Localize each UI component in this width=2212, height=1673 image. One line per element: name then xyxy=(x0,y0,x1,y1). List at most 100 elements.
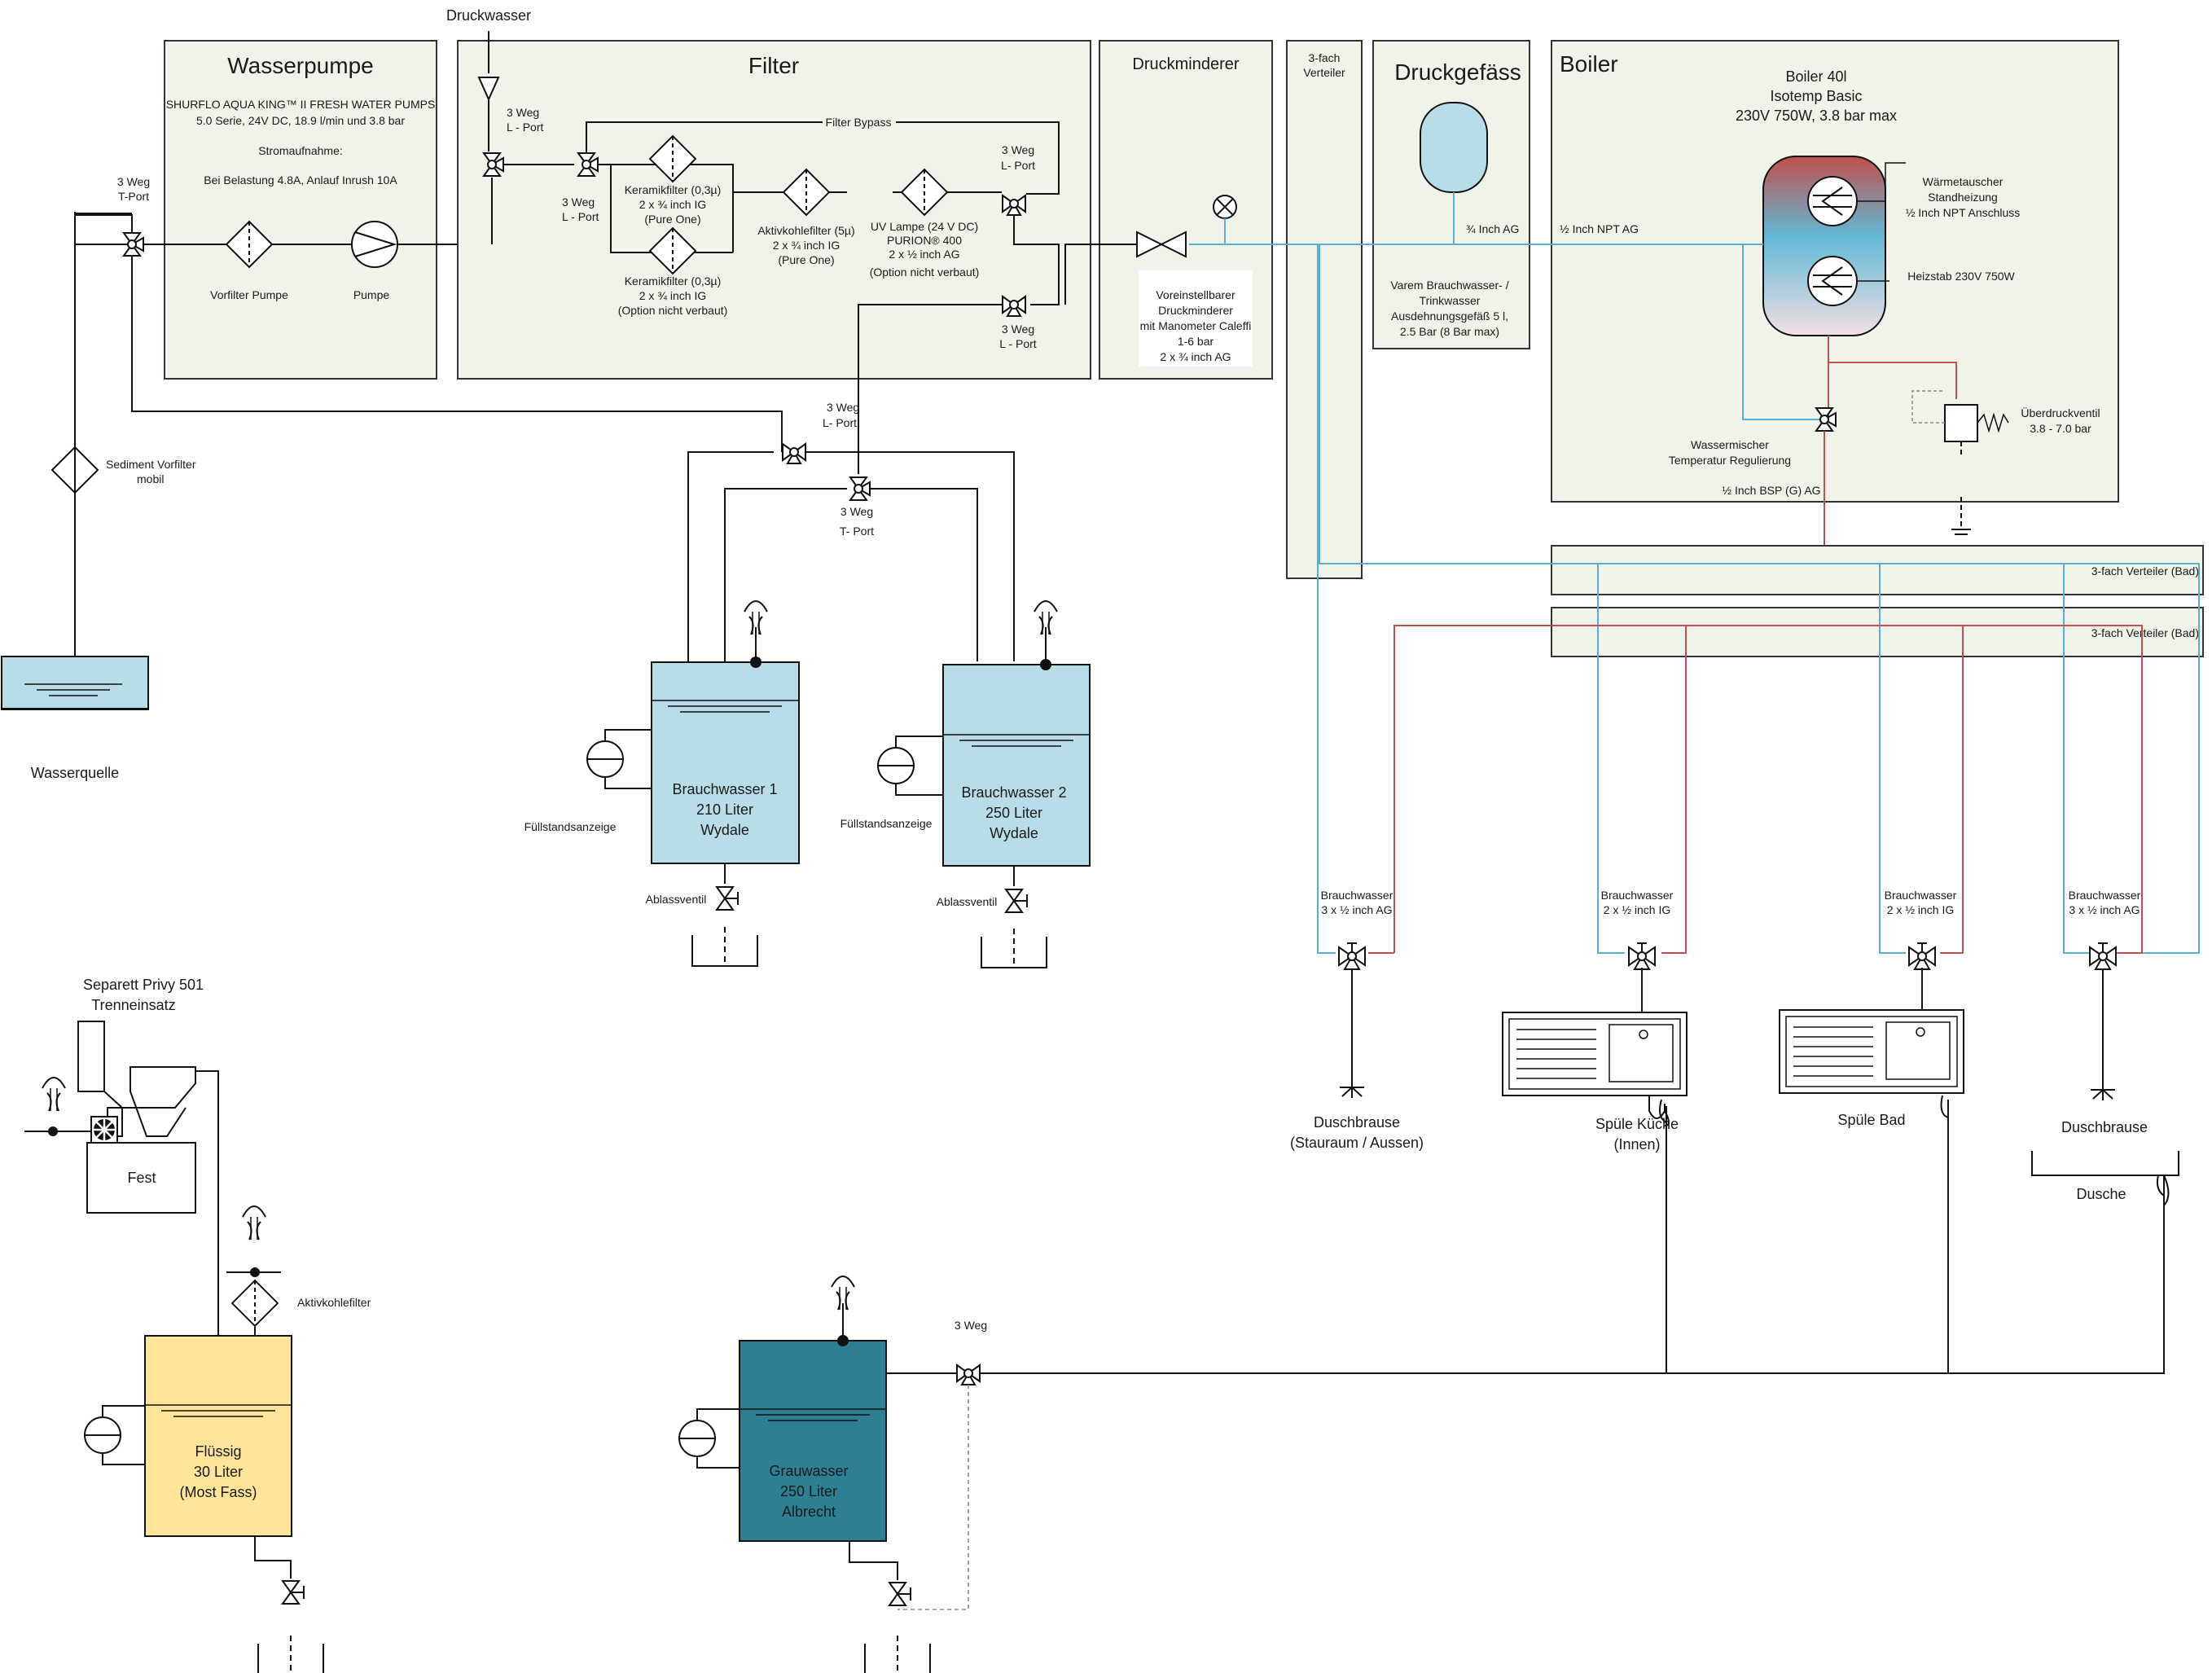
outlet-2-spec-2: 2 x ½ inch IG xyxy=(1604,903,1670,916)
tank-1-drain-valve-icon[interactable] xyxy=(716,886,739,911)
mixer-line-1: Wassermischer xyxy=(1691,438,1769,451)
tank-1-level-gauge-icon xyxy=(586,729,624,789)
grey-line-2: 250 Liter xyxy=(780,1483,837,1500)
bath-distributor-2 xyxy=(1551,607,2204,657)
liquid-line-2: 30 Liter xyxy=(194,1464,243,1480)
exchanger-line-1: Wärmetauscher xyxy=(1923,175,2004,188)
dg-line-1: Varem Brauchwasser- / xyxy=(1390,279,1508,292)
outlet-2-mixer-icon[interactable] xyxy=(1628,942,1656,970)
dm-line-5: 2 x ¾ inch AG xyxy=(1160,350,1231,363)
outlet-2-label-1: Spüle Küche xyxy=(1595,1116,1679,1132)
tank2-drain-label: Ablassventil xyxy=(937,895,998,908)
tank-2-drain-valve-icon[interactable] xyxy=(1005,889,1028,913)
heating-element-icon xyxy=(1807,256,1889,306)
outlet-1-mixer-icon[interactable] xyxy=(1338,942,1366,970)
grey-valve-label: 3 Weg xyxy=(955,1319,987,1332)
liquid-line-1: Flüssig xyxy=(195,1443,241,1460)
tank2-brand: Wydale xyxy=(990,825,1038,841)
toilet-vent-icon xyxy=(42,1077,66,1112)
outlet-4-spec-2: 3 x ½ inch AG xyxy=(2069,903,2140,916)
bath-distributor-1 xyxy=(1551,545,2204,595)
verteiler-title-2: Verteiler xyxy=(1303,66,1345,79)
tank2-gauge-label: Füllstandsanzeige xyxy=(840,817,933,830)
outdoor-shower-head-icon xyxy=(1340,969,1364,1098)
boiler-bsp-label: ½ Inch BSP (G) AG xyxy=(1722,484,1820,497)
relief-line-1: Überdruckventil xyxy=(2021,406,2100,419)
outlet-3-spec-1: Brauchwasser xyxy=(1885,889,1957,902)
carbon-line-1: Aktivkohlefilter (5µ) xyxy=(757,224,854,237)
tank1-volume: 210 Liter xyxy=(696,801,753,818)
inlet-valve-label-1: 3 Weg xyxy=(117,175,150,188)
druckgefaess-title: Druckgefäss xyxy=(1394,59,1521,85)
druck-valve-label-1: 3 Weg xyxy=(507,106,539,119)
toilet-solid-label: Fest xyxy=(127,1170,156,1186)
wasserpumpe-panel xyxy=(164,40,437,380)
filter-in-label-2: L - Port xyxy=(562,210,599,223)
liquid-line-3: (Most Fass) xyxy=(179,1484,257,1500)
source-label: Wasserquelle xyxy=(31,765,119,781)
inlet-valve-label-2: T-Port xyxy=(118,190,149,203)
liquid-tank xyxy=(144,1335,292,1537)
lport-label-1: 3 Weg xyxy=(827,401,859,414)
grey-line-3: Albrecht xyxy=(782,1504,836,1520)
tank-outlet-3way-valve-icon[interactable] xyxy=(849,476,871,501)
tank1-brand: Wydale xyxy=(700,822,749,838)
pressure-vessel-icon xyxy=(1420,102,1488,193)
out-top-label-2: L- Port xyxy=(1001,159,1035,172)
filter-panel xyxy=(457,40,1091,380)
sediment-label-1: Sediment Vorfilter xyxy=(106,458,196,471)
tank2-volume: 250 Liter xyxy=(985,805,1042,821)
pump-spec-4: Bei Belastung 4.8A, Anlauf Inrush 10A xyxy=(204,173,397,187)
exchanger-line-2: Standheizung xyxy=(1928,191,1998,204)
tank1-name: Brauchwasser 1 xyxy=(672,781,777,797)
exchanger-line-3: ½ Inch NPT Anschluss xyxy=(1906,206,2021,219)
pump-icon xyxy=(351,221,398,268)
dm-line-4: 1-6 bar xyxy=(1178,335,1214,348)
pressure-reducer-icon xyxy=(1136,231,1187,258)
outlet-3-mixer-icon[interactable] xyxy=(1908,942,1936,970)
out-top-label-1: 3 Weg xyxy=(1002,143,1034,156)
heat-exchanger-icon xyxy=(1807,162,1906,226)
carbon-line-3: (Pure One) xyxy=(778,253,834,266)
tank-inlet-3way-valve-icon[interactable] xyxy=(782,443,806,464)
prefilter-label: Vorfilter Pumpe xyxy=(210,288,288,301)
shower-head-icon xyxy=(2091,969,2115,1100)
ceramic2-line-1: Keramikfilter (0,3µ) xyxy=(625,274,722,288)
relief-line-2: 3.8 - 7.0 bar xyxy=(2030,422,2091,435)
lport-label-2: L- Port xyxy=(823,416,857,429)
filter-in-label-1: 3 Weg xyxy=(562,195,595,209)
grey-3way-valve-icon[interactable] xyxy=(956,1364,981,1385)
liquid-drain-valve-icon[interactable] xyxy=(282,1580,305,1605)
outlet-1-spec-2: 3 x ½ inch AG xyxy=(1321,903,1392,916)
uv-line-4: (Option nicht verbaut) xyxy=(870,266,980,279)
grey-drain-valve-icon[interactable] xyxy=(889,1582,911,1606)
water-source: Wasserquelle xyxy=(1,656,149,781)
uv-line-3: 2 x ½ inch AG xyxy=(889,248,959,261)
outlet-4-mixer-icon[interactable] xyxy=(2089,942,2117,970)
dm-line-1: Voreinstellbarer xyxy=(1156,288,1235,301)
pump-spec-1: SHURFLO AQUA KING™ II FRESH WATER PUMPS xyxy=(166,98,436,111)
verteiler-panel xyxy=(1286,40,1363,579)
outlet-2-spec-1: Brauchwasser xyxy=(1601,889,1674,902)
ceramic1-line-2: 2 x ¾ inch IG xyxy=(639,198,706,211)
carbon-vent-icon xyxy=(242,1205,266,1240)
shower-tray-icon xyxy=(2031,1151,2179,1176)
ceramic1-line-3: (Pure One) xyxy=(644,213,700,226)
tank1-drain-label: Ablassventil xyxy=(646,893,707,906)
outlet-3-spec-2: 2 x ½ inch IG xyxy=(1887,903,1954,916)
verteiler-title-1: 3-fach xyxy=(1309,51,1341,64)
dg-line-3: Ausdehnungsgefäß 5 l, xyxy=(1391,310,1508,323)
druck-valve-label-2: L - Port xyxy=(507,121,543,134)
out-bot-label-1: 3 Weg xyxy=(1002,323,1034,336)
outlet-1-label-1: Duschbrause xyxy=(1314,1114,1400,1131)
relief-valve-icon xyxy=(1911,390,2009,535)
outlet-1-spec-1: Brauchwasser xyxy=(1321,889,1393,902)
ceramic2-line-2: 2 x ¾ inch IG xyxy=(639,289,706,302)
tank1-gauge-label: Füllstandsanzeige xyxy=(524,820,617,833)
bath-dist-2-label: 3-fach Verteiler (Bad) xyxy=(2091,626,2199,639)
check-valve-icon xyxy=(477,77,500,102)
dm-line-2: Druckminderer xyxy=(1158,304,1233,317)
tank-1-drain-tray-icon xyxy=(691,926,758,967)
heater-label: Heizstab 230V 750W xyxy=(1907,270,2015,283)
